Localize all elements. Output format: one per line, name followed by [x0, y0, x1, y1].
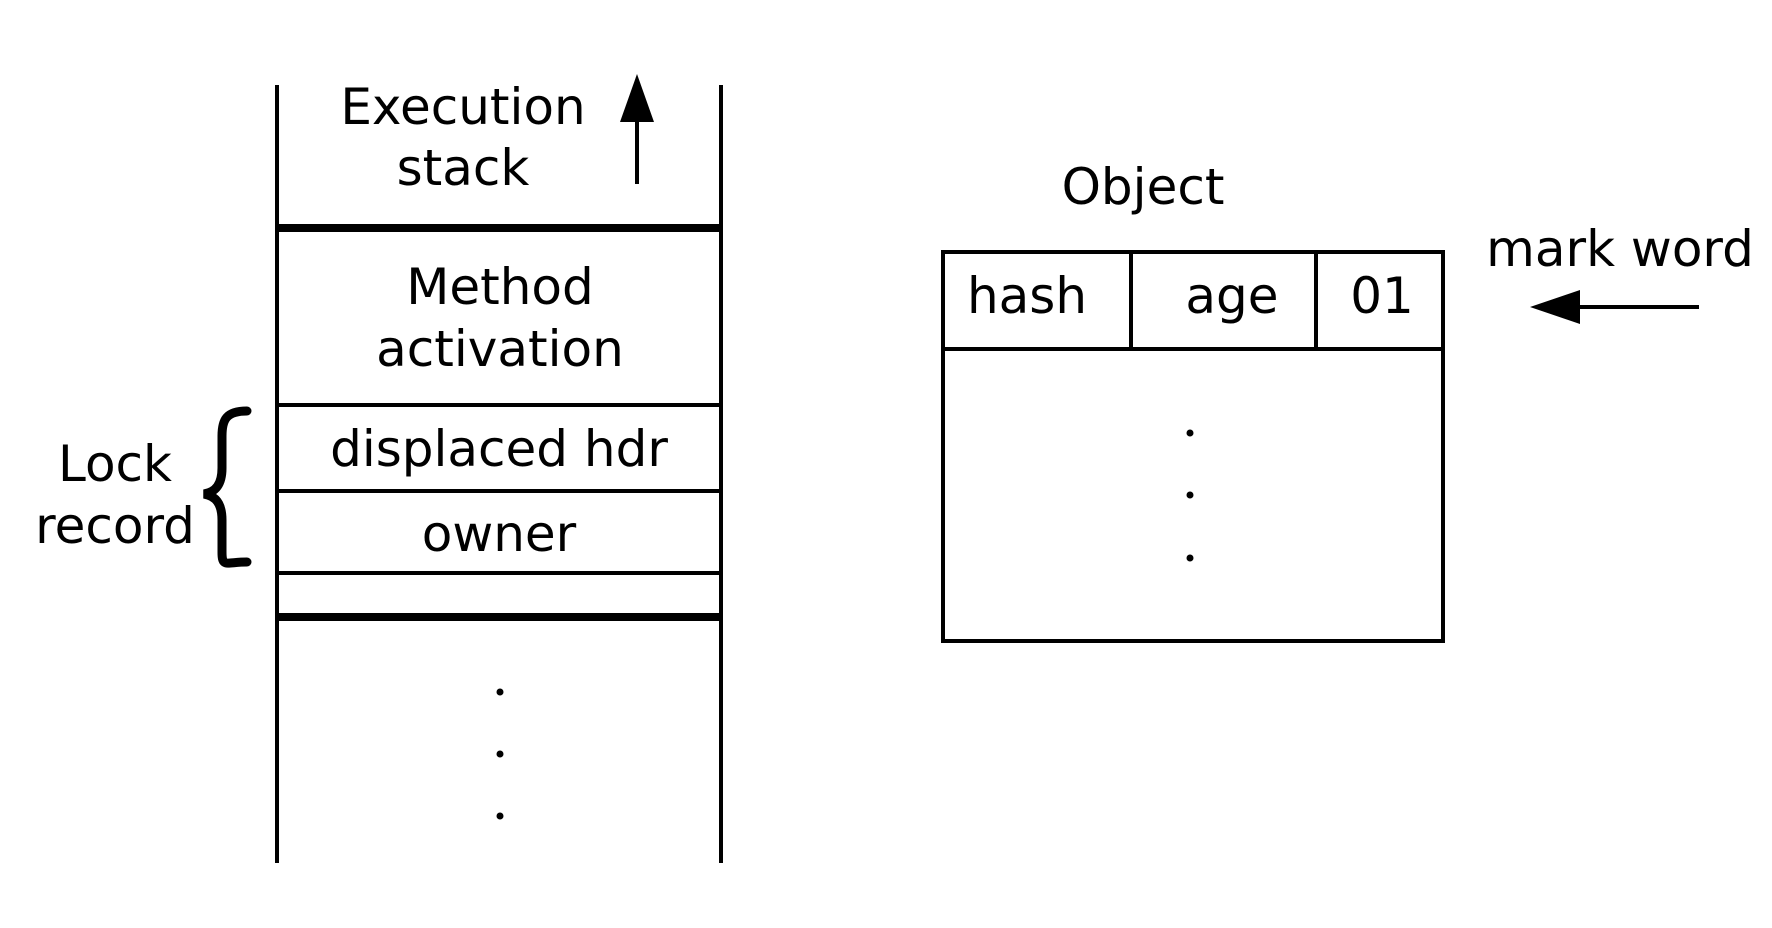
stack-title-line2: stack [397, 139, 530, 197]
object-continuation-dots [1186, 429, 1194, 562]
lock-record-line1: Lock [58, 435, 172, 493]
mark-word-label: mark word [1486, 220, 1754, 278]
object: Object hash age 01 [941, 158, 1445, 643]
object-title: Object [1062, 158, 1225, 216]
left-arrow-icon [1530, 290, 1699, 324]
mark-word-lock-bits-field: 01 [1350, 267, 1414, 325]
mark-word-age-field: age [1185, 267, 1278, 325]
object-box [941, 250, 1445, 643]
curly-brace-icon [202, 406, 252, 568]
mark-word-hash-field: hash [967, 267, 1087, 325]
method-activation-line2: activation [376, 320, 624, 378]
method-activation-line1: Method [406, 258, 594, 316]
owner-cell: owner [422, 505, 577, 563]
lock-record-line2: record [35, 497, 195, 555]
displaced-hdr-cell: displaced hdr [330, 420, 668, 478]
stack-continuation-dots [496, 688, 504, 820]
lock-record-label: Lock record [35, 406, 252, 568]
stack-title-line1: Execution [340, 78, 585, 136]
execution-stack: Execution stack Method activation displa… [275, 74, 723, 863]
stack-growth-arrow [620, 74, 654, 184]
mark-word-pointer: mark word [1486, 220, 1754, 324]
